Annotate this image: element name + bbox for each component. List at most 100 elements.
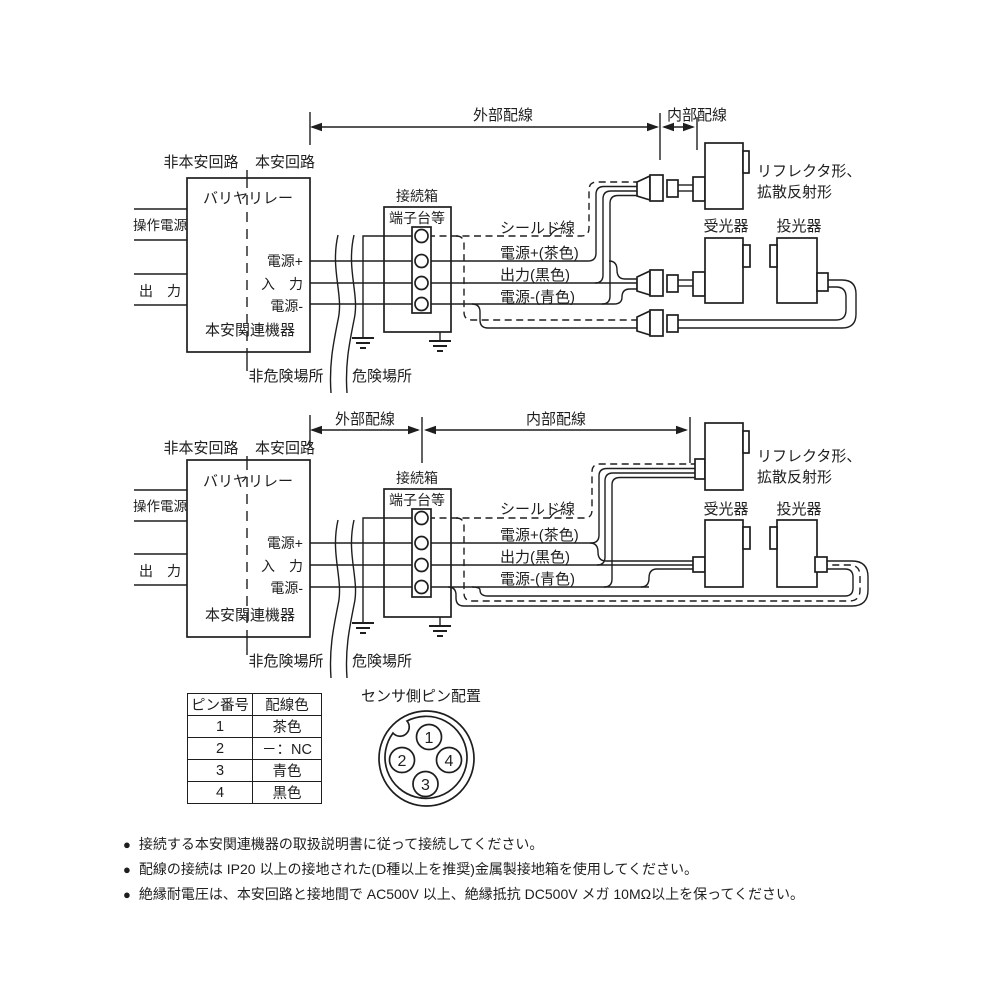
table-row: 3 青色: [187, 759, 322, 782]
ground-icon-left: [352, 622, 374, 634]
hazard-boundary-wavy-lines: [329, 234, 357, 394]
bullet-icon: ●: [123, 887, 131, 902]
dim-external-wiring: 外部配線: [309, 411, 423, 463]
note-text: 配線の接続は IP20 以上の接地された(D種以上を推奨)金属製接地箱を使用して…: [138, 861, 699, 877]
cell-pin: 3: [187, 759, 253, 782]
label-external-wiring: 外部配線: [473, 107, 533, 124]
diagram-connector-type-top: 外部配線 内部配線 非本安回路 本安回路 バリヤリレー 本安関連機器 操作電源 …: [133, 107, 861, 394]
emitter-cable-loop: [447, 560, 869, 607]
receiver-box: [692, 519, 751, 588]
reflector-sensor-box: [694, 422, 750, 491]
terminal-circle-1: [414, 228, 429, 244]
label-wire-blue: 電源-(青色): [500, 289, 575, 306]
connector-emitter: [636, 309, 679, 337]
label-hazardous-location: 危険場所: [352, 368, 412, 385]
pin-circle-2: [388, 746, 416, 774]
label-pin-layout-title: センサ側ピン配置: [361, 688, 481, 705]
shield-ground-wire: [352, 517, 414, 634]
label-terminal-block: 端子台等: [389, 492, 445, 508]
wire-black-to-reflector: [596, 472, 695, 566]
ground-icon-junction-box: [429, 340, 451, 352]
label-receiver: 受光器: [703, 501, 748, 518]
label-is-related-equipment: 本安関連機器: [205, 607, 295, 624]
wire-brown-to-reflector: [428, 467, 695, 544]
table-header-row: ピン番号 配線色: [187, 693, 322, 716]
receiver-cable-tab: [692, 556, 706, 573]
dim-external-wiring: 外部配線: [309, 107, 661, 160]
label-terminal-block: 端子台等: [389, 210, 445, 226]
label-wire-blue: 電源-(青色): [500, 571, 575, 588]
stub-operation-power: 操作電源: [133, 489, 187, 522]
label-input: 入 力: [261, 276, 303, 292]
label-reflector-line2: 拡散反射形: [757, 469, 832, 486]
shield-wire-dashed-to-reflector: [428, 181, 637, 237]
terminal-circle-3: [414, 557, 429, 573]
pin-number-4: 4: [445, 753, 454, 770]
label-reflector-line1: リフレクタ形、: [757, 448, 861, 465]
cell-pin: 1: [187, 715, 253, 738]
wire-brown-to-reflector: [428, 185, 637, 262]
label-junction-box: 接続箱: [396, 188, 438, 204]
receiver-lens-tab: [742, 526, 751, 550]
label-power-minus: 電源-: [270, 580, 303, 596]
wire-blue-to-receiver: [613, 288, 637, 305]
label-non-hazardous-location: 非危険場所: [248, 368, 323, 385]
shield-wire-dashed-to-emitter: [455, 235, 637, 321]
table-row: 1 茶色: [187, 715, 322, 738]
junction-box: 接続箱 端子台等: [383, 188, 452, 352]
emitter-box: [769, 519, 828, 588]
label-external-wiring: 外部配線: [335, 411, 395, 428]
diagram-cable-type-bottom: 外部配線 内部配線 非本安回路 本安回路 バリヤリレー 本安関連機器 操作電源 …: [133, 411, 869, 679]
terminal-strip: [411, 226, 432, 314]
note-text: 絶縁耐電圧は、本安回路と接地間で AC500V 以上、絶縁抵抗 DC500V メ…: [138, 886, 804, 902]
cell-color: －：NC: [252, 737, 322, 760]
header-pin-number: ピン番号: [187, 693, 253, 716]
pin-number-2: 2: [398, 753, 407, 770]
cell-pin: 2: [187, 737, 253, 760]
note-text: 接続する本安関連機器の取扱説明書に従って接続してください。: [138, 836, 544, 852]
label-is-related-equipment: 本安関連機器: [205, 322, 295, 339]
shield-wire-dashed-to-reflector: [428, 463, 695, 519]
terminal-circle-2: [414, 253, 429, 269]
label-non-is-circuit: 非本安回路: [163, 154, 238, 171]
label-non-is-circuit: 非本安回路: [163, 440, 238, 457]
reflector-cable-tab: [694, 458, 706, 480]
terminal-circle-4: [414, 579, 429, 595]
label-barrier-relay: バリヤリレー: [203, 473, 293, 490]
pin-circle-1: [415, 723, 443, 751]
terminal-circle-1: [414, 510, 429, 526]
dim-internal-wiring: 内部配線: [424, 411, 691, 463]
pin-color-table: ピン番号 配線色 1 茶色 2 －：NC 3 青色 4 黒色: [187, 693, 322, 804]
shield-label-leader: [549, 509, 562, 519]
note-item: ● 絶縁耐電圧は、本安回路と接地間で AC500V 以上、絶縁抵抗 DC500V…: [123, 886, 983, 903]
label-operation-power: 操作電源: [133, 218, 187, 233]
pin-circle-3: [412, 770, 439, 798]
wire-blue-to-emitter: [471, 303, 637, 329]
wiring-diagram-canvas: 外部配線 内部配線 非本安回路 本安回路 バリヤリレー 本安関連機器 操作電源 …: [133, 107, 869, 807]
emitter-cable-tab: [814, 556, 828, 573]
wire-blue-to-receiver: [640, 568, 693, 588]
label-receiver: 受光器: [703, 218, 748, 235]
hazard-boundary-wavy-lines: [329, 519, 357, 679]
cell-color: 黒色: [252, 781, 322, 804]
receiver-box: [704, 237, 751, 304]
bullet-icon: ●: [123, 862, 131, 877]
label-is-circuit: 本安回路: [255, 440, 315, 457]
note-item: ● 配線の接続は IP20 以上の接地された(D種以上を推奨)金属製接地箱を使用…: [123, 861, 983, 878]
header-wire-color: 配線色: [252, 693, 322, 716]
emitter-lens-tab: [769, 244, 778, 268]
pin-number-1: 1: [425, 730, 434, 747]
label-internal-wiring: 内部配線: [526, 411, 586, 428]
terminal-circle-3: [414, 275, 429, 291]
connector-inner-circle-with-keyway: [384, 715, 468, 800]
label-power-plus: 電源+: [267, 535, 303, 551]
label-wire-black: 出力(黒色): [500, 267, 570, 284]
cell-color: 青色: [252, 759, 322, 782]
shield-ground-wire: [352, 235, 414, 349]
table-row: 2 －：NC: [187, 737, 322, 760]
label-output: 出 力: [139, 283, 181, 299]
label-output: 出 力: [139, 563, 181, 579]
emitter-cable-tab: [816, 272, 829, 292]
terminal-circle-4: [414, 296, 429, 312]
shield-label-leader: [549, 227, 562, 237]
